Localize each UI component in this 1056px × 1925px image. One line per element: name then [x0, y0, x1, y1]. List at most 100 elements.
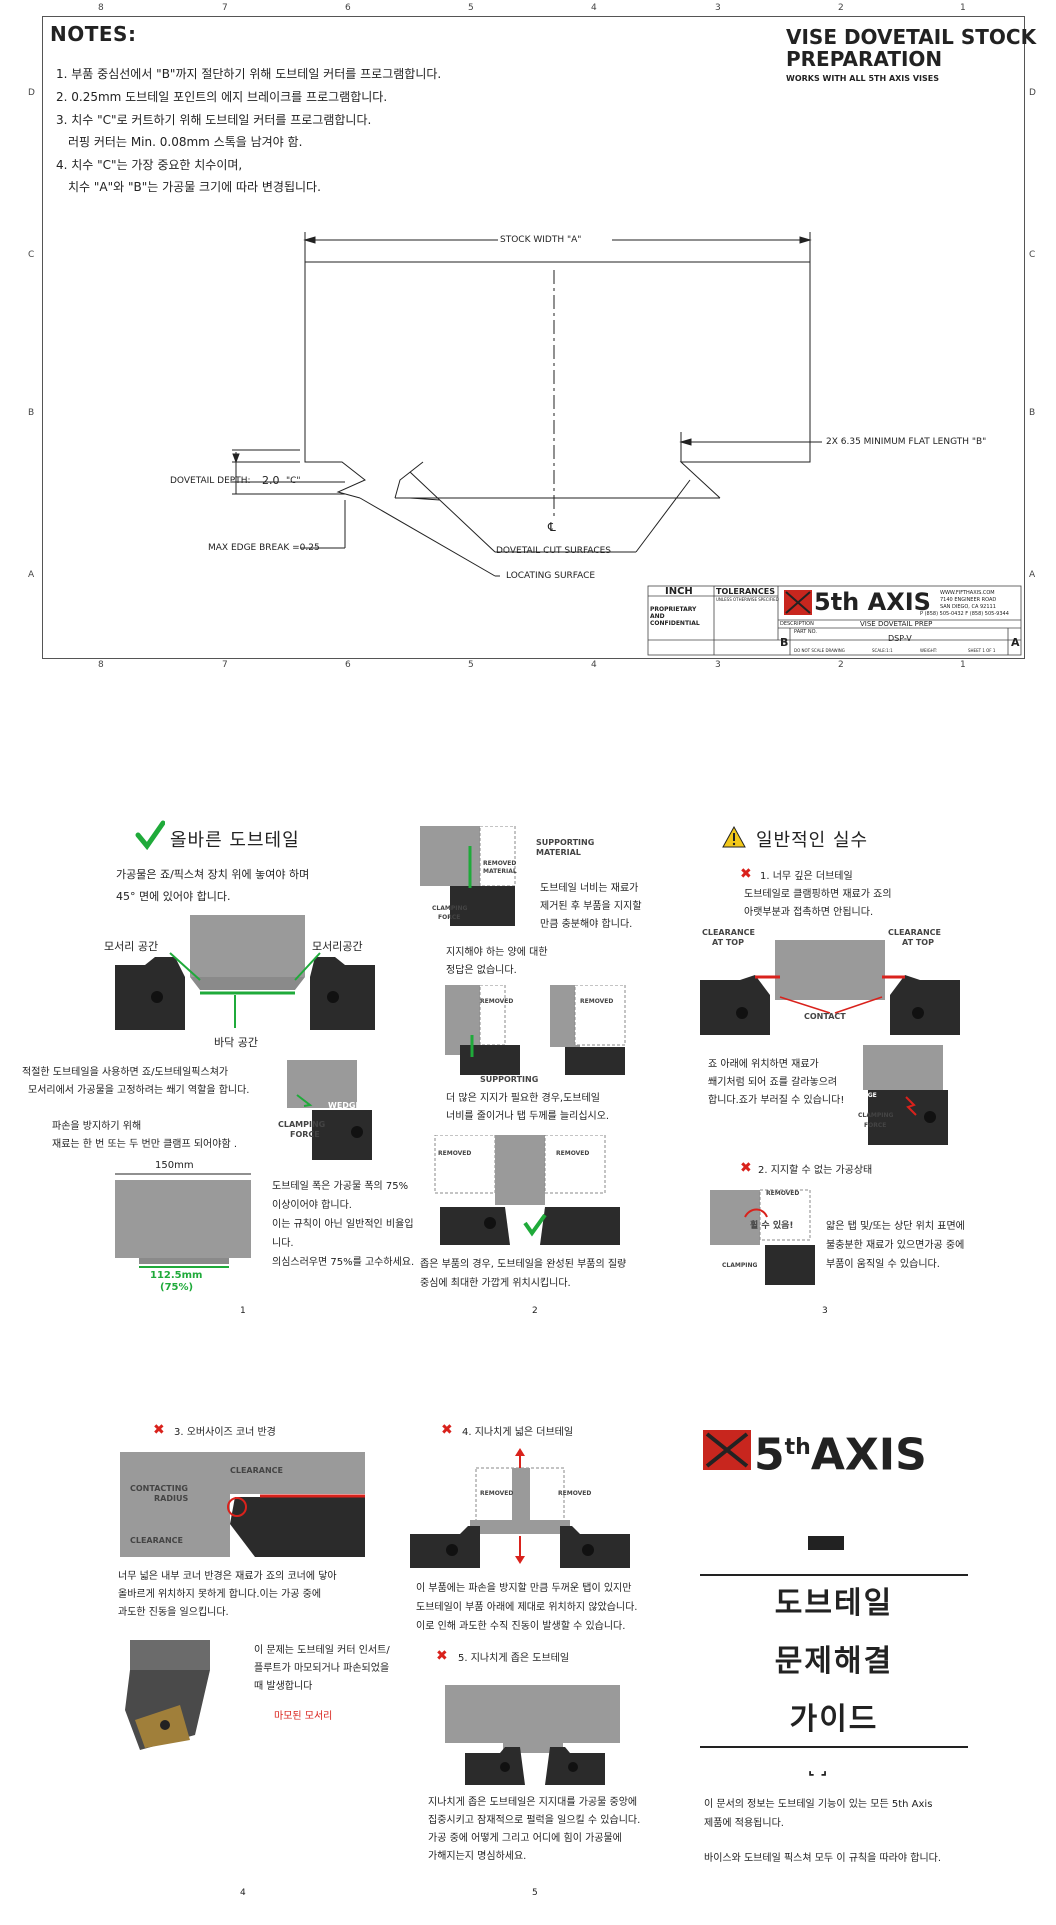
too-narrow-diagram	[445, 1685, 620, 1785]
note-4b: 치수 "A"와 "B"는 가공물 크기에 따라 변경됩니다.	[68, 180, 321, 194]
page4-text1-3: 과도한 진동을 일으킵니다.	[118, 1607, 229, 1618]
clearance-label-p4b: CLEARANCE	[130, 1536, 184, 1545]
wedge-diagram	[287, 1060, 372, 1160]
note-2: 2. 0.25mm 도브테일 포인트의 에지 브레이크를 프로그램합니다.	[56, 90, 388, 104]
page2-number: 2	[532, 1306, 538, 1316]
cover-text1-2: 제품에 적용됩니다.	[704, 1818, 784, 1829]
page5-text2-1: 지나치게 좁은 도브테일은 지지대를 가공물 중앙에	[428, 1797, 638, 1808]
at-top-right: AT TOP	[902, 938, 934, 947]
too-wide-diagram	[410, 1448, 630, 1568]
page3-item1: 1. 너무 깊은 더브테일	[760, 871, 853, 882]
tb-scale: SCALE:1:1	[872, 648, 893, 653]
page2-text2-2: 정답은 없습니다.	[446, 965, 517, 976]
page2-text4-2: 중심에 최대한 가깝게 위치시킵니다.	[420, 1278, 571, 1289]
drawing-sheet	[42, 16, 1025, 659]
supporting-label: SUPPORTING	[536, 838, 595, 847]
clamp-text-1: 파손을 방지하기 위해	[52, 1121, 142, 1132]
locating-surface-label: LOCATING SURFACE	[506, 571, 596, 581]
x-icon-2: ✖	[740, 1160, 752, 1176]
note-4: 4. 치수 "C"는 가장 중요한 치수이며,	[56, 158, 243, 172]
tb-part-no: DSP-V	[888, 634, 912, 643]
page4-text2-1: 이 문제는 도브테일 커터 인서트/	[254, 1645, 390, 1656]
check-icon	[135, 820, 165, 850]
supporting-material-2: SUPPORTING	[480, 1075, 539, 1084]
page4-item3: 3. 오버사이즈 코너 반경	[174, 1427, 276, 1438]
page3-text2-3: 합니다.죠가 부러질 수 있습니다!	[708, 1095, 845, 1106]
cover-title-1: 도브테일	[774, 1586, 894, 1621]
tb-tolerances: TOLERANCES	[716, 587, 775, 596]
page2-text3-1: 더 많은 지지가 필요한 경우,도브테일	[446, 1093, 600, 1104]
page1-intro-1: 가공물은 죠/픽스쳐 장치 위에 놓여야 하며	[116, 868, 310, 881]
page5-text2-4: 가해지는지 명심하세요.	[428, 1851, 527, 1862]
brand-logo-mark	[703, 1430, 751, 1470]
cover-bracket-mark: ⌞⌟	[808, 1762, 834, 1778]
clamp-text-2: 재료는 한 번 또는 두 번만 클램프 되어야함 .	[52, 1139, 238, 1150]
page4-text2-2: 플루트가 마모되거나 파손되었을	[254, 1663, 390, 1674]
cover-title-3: 가이드	[789, 1702, 879, 1737]
page4-text2-3: 때 발생합니다	[254, 1681, 313, 1692]
page3-text2-1: 죠 아래에 위치하면 재료가	[708, 1059, 819, 1070]
removed-label-p5b: REMOVED	[558, 1490, 592, 1497]
page3-text3-3: 부품이 움직일 수 있습니다.	[826, 1259, 940, 1270]
wedge-label: WEDGE	[328, 1101, 361, 1110]
depth-value: 2.0	[262, 474, 280, 487]
removed-material-1: MATERIAL	[483, 868, 517, 875]
clamping-label-p1: CLAMPING	[278, 1120, 326, 1129]
zone-numbers-top: 8 7 6 5 4 3 2 1	[98, 3, 966, 13]
support-diagram	[420, 826, 516, 926]
min-flat-label: 2X 6.35 MINIMUM FLAT LENGTH "B"	[826, 437, 987, 447]
jaw-wedge-diagram	[863, 1045, 948, 1145]
tb-tol-sub: UNLESS OTHERWISE SPECIFIED	[716, 597, 779, 602]
x-icon-1: ✖	[740, 866, 752, 882]
page2-text1-3: 만큼 충분해야 합니다.	[540, 919, 633, 930]
brand-wordmark: 5thAXIS	[754, 1429, 927, 1481]
wedge-text-2: 모서리에서 가공물을 고정하려는 쐐기 역할을 합니다.	[28, 1085, 250, 1096]
tb-brand: 5th AXIS	[814, 588, 931, 616]
note-3: 3. 치수 "C"로 커트하기 위해 도브테일 커터를 프로그램합니다.	[56, 113, 372, 127]
removed-label-4: REMOVED	[438, 1150, 472, 1157]
tb-part-label: PART NO.	[794, 629, 817, 635]
tb-address2: 7140 ENGINEER ROAD	[940, 597, 997, 603]
page2-text4-1: 좁은 부품의 경우, 도브테일을 완성된 부품의 질량	[420, 1259, 627, 1270]
zone-letters-left: D C B A	[28, 88, 35, 580]
page5-text2-2: 집중시키고 잠재적으로 펄럭을 일으킬 수 있습니다.	[428, 1815, 641, 1826]
force-label-p3: FORCE	[864, 1122, 887, 1129]
page2-text3-2: 너비를 줄이거나 탭 두께를 늘리십시오.	[446, 1111, 610, 1122]
ratio-value: 112.5mm	[150, 1270, 203, 1281]
drawing-title-line2: PREPARATION	[786, 47, 943, 71]
tb-proprietary: PROPRIETARY AND CONFIDENTIAL	[650, 606, 700, 627]
tb-address1: WWW.FIFTHAXIS.COM	[940, 590, 995, 596]
zone-numbers-bottom: 8 7 6 5 4 3 2 1	[98, 660, 966, 670]
ratio-pct: (75%)	[160, 1282, 194, 1293]
page3-text2-2: 쐐기처럼 되어 죠를 갈라놓으려	[708, 1077, 838, 1088]
max-edge-label: MAX EDGE BREAK =0.25	[208, 543, 320, 553]
stock-width-label: STOCK WIDTH "A"	[500, 235, 582, 245]
clamping-label-p2: CLAMPING	[432, 905, 468, 912]
clamping-label-p3: CLAMPING	[858, 1112, 894, 1119]
page2-text1-1: 도브테일 너비는 재료가	[540, 883, 639, 894]
clamping-label-p3b: CLAMPING	[722, 1262, 758, 1269]
page5-number: 5	[532, 1888, 538, 1898]
material-label: MATERIAL	[536, 848, 581, 857]
x-icon-3: ✖	[153, 1422, 165, 1438]
cut-surfaces-label: DOVETAIL CUT SURFACES	[496, 546, 612, 556]
tb-phone: P (858) 505-0432 F (858) 505-9344	[920, 611, 1009, 617]
support-compare-diagram	[445, 985, 626, 1075]
corner-space-left: 모서리 공간	[104, 940, 159, 953]
page3-text3-2: 불충분한 재료가 있으면가공 중에	[826, 1240, 965, 1251]
contact-label: CONTACT	[804, 1012, 846, 1021]
ratio-text-1: 도브테일 폭은 가공물 폭의 75%	[272, 1181, 409, 1192]
tb-sheet: SHEET 1 OF 1	[968, 648, 996, 653]
tb-size: B	[780, 636, 789, 649]
page3-item2: 2. 지지할 수 없는 가공상태	[758, 1165, 873, 1176]
removed-label-2: REMOVED	[480, 998, 514, 1005]
removed-label-1: REMOVED	[483, 860, 517, 867]
warn-label: 휠 수 있음!	[750, 1221, 794, 1231]
depth-label: DOVETAIL DEPTH:	[170, 476, 251, 486]
note-1: 1. 부품 중심선에서 "B"까지 절단하기 위해 도브테일 커터를 프로그램합…	[56, 67, 442, 81]
page5-text2-3: 가공 중에 어떻게 그리고 어디에 힘이 가공물에	[428, 1833, 622, 1844]
tb-do-not-scale: DO NOT SCALE DRAWING	[794, 648, 845, 653]
tb-description: VISE DOVETAIL PREP	[860, 620, 933, 628]
dovetail-drawing	[232, 232, 1022, 656]
force-label-p1: FORCE	[290, 1130, 320, 1139]
